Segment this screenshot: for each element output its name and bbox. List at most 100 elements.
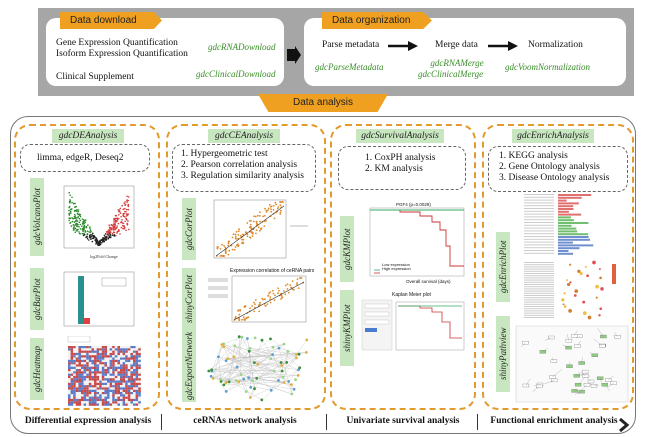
heatmap-cell	[75, 357, 79, 360]
volcano-point	[118, 214, 120, 216]
heatmap-cell	[99, 357, 102, 360]
heatmap-cell	[135, 352, 139, 356]
cor-point	[269, 301, 272, 304]
heatmap-cell	[109, 357, 113, 360]
heatmap-cell	[83, 398, 87, 402]
enrich-term	[524, 205, 554, 207]
heatmap-cell	[81, 366, 84, 369]
cor-point	[286, 288, 289, 290]
cor-point	[216, 247, 219, 250]
heatmap-cell	[70, 357, 74, 360]
enrich-dot	[599, 307, 602, 310]
heatmap-cell	[101, 369, 105, 372]
heatmap-cell	[104, 346, 107, 349]
volcano-point	[75, 216, 77, 219]
network-node	[286, 350, 290, 353]
label-shiny-cor-plot: shinyCorPlot	[182, 268, 196, 330]
heatmap-cell	[94, 352, 97, 356]
cor-point	[234, 246, 237, 248]
download-line-3: Clinical Supplement	[56, 72, 134, 82]
network-edge	[241, 337, 255, 363]
network-edge	[250, 382, 285, 398]
heatmap-cell	[73, 346, 76, 349]
network-node	[260, 338, 264, 342]
heatmap-cell	[81, 355, 84, 358]
heatmap-cell	[94, 382, 97, 386]
heatmap-cell	[112, 352, 115, 356]
heatmap-cell	[70, 362, 74, 365]
cor-point	[227, 242, 230, 245]
network-edge	[211, 344, 223, 372]
heatmap-cell	[86, 369, 89, 372]
volcano-point	[68, 219, 70, 222]
cor-point	[252, 220, 255, 223]
volcano-point	[76, 225, 78, 228]
heatmap-cell	[125, 348, 128, 351]
heatmap-cell	[68, 380, 71, 383]
enrich-bar	[558, 208, 574, 210]
heatmap-cell	[109, 392, 113, 395]
enrich-term	[524, 268, 554, 270]
heatmap-cell	[68, 389, 71, 392]
heatmap-cell	[138, 385, 141, 388]
cor-point	[254, 306, 256, 309]
volcano-point	[109, 236, 112, 239]
volcano-plot-thumbnail: log2Fold Change	[63, 185, 135, 259]
volcano-point	[77, 216, 79, 218]
heatmap-cell	[109, 364, 113, 367]
heatmap-cell	[125, 350, 128, 353]
enrich-term	[524, 236, 554, 237]
network-node	[297, 352, 301, 356]
heatmap-cell	[70, 396, 74, 399]
heatmap-cell	[96, 355, 100, 358]
enrich-dot	[569, 281, 572, 284]
heatmap-cell	[122, 403, 126, 406]
volcano-point	[126, 218, 128, 221]
volcano-point	[110, 224, 113, 226]
heatmap-cell	[138, 346, 141, 349]
heatmap-cell	[75, 389, 79, 392]
heatmap-cell	[96, 392, 100, 395]
heatmap-cell	[73, 355, 76, 358]
heatmap-cell	[99, 348, 102, 351]
heatmap-cell	[68, 396, 71, 399]
heatmap-cell	[109, 371, 113, 374]
label-bar-plot: gdcBarPlot	[30, 268, 44, 330]
heatmap-cell	[73, 359, 76, 363]
cor-point	[274, 294, 276, 297]
volcano-point	[69, 210, 72, 213]
enrich-term	[524, 310, 554, 312]
cor-point	[260, 227, 263, 230]
heatmap-cell	[107, 362, 110, 365]
cor-point	[270, 208, 272, 211]
heatmap-cell	[83, 355, 87, 358]
heatmap-cell	[99, 364, 102, 367]
heatmap-cell	[88, 375, 92, 379]
heatmap-cell	[127, 394, 131, 397]
volcano-point	[124, 227, 126, 229]
download-line-2: Isoform Expression Quantification	[56, 49, 188, 59]
enrich-bar	[558, 241, 573, 244]
cor-point	[264, 214, 266, 217]
pathview-edge	[581, 357, 583, 364]
cor-point	[279, 213, 282, 215]
network-node	[244, 390, 248, 393]
analysis-container	[10, 116, 636, 434]
heatmap-cell	[86, 380, 89, 383]
heatmap-cell	[135, 396, 139, 399]
heatmap-cell	[112, 359, 115, 363]
heatmap-cell	[86, 375, 89, 379]
network-edge	[280, 362, 299, 370]
cor-point	[224, 246, 227, 249]
volcano-point	[103, 239, 105, 242]
heatmap-cell	[122, 375, 126, 379]
cor-point	[272, 208, 275, 211]
cor-point	[259, 220, 261, 223]
km-legend-high: High expression	[382, 266, 411, 271]
network-node	[251, 379, 254, 383]
volcano-point	[89, 229, 92, 232]
arrow-right-icon	[488, 41, 518, 51]
heatmap-cell	[112, 348, 115, 351]
heatmap-cell	[101, 346, 105, 349]
heatmap-cell	[125, 389, 128, 392]
